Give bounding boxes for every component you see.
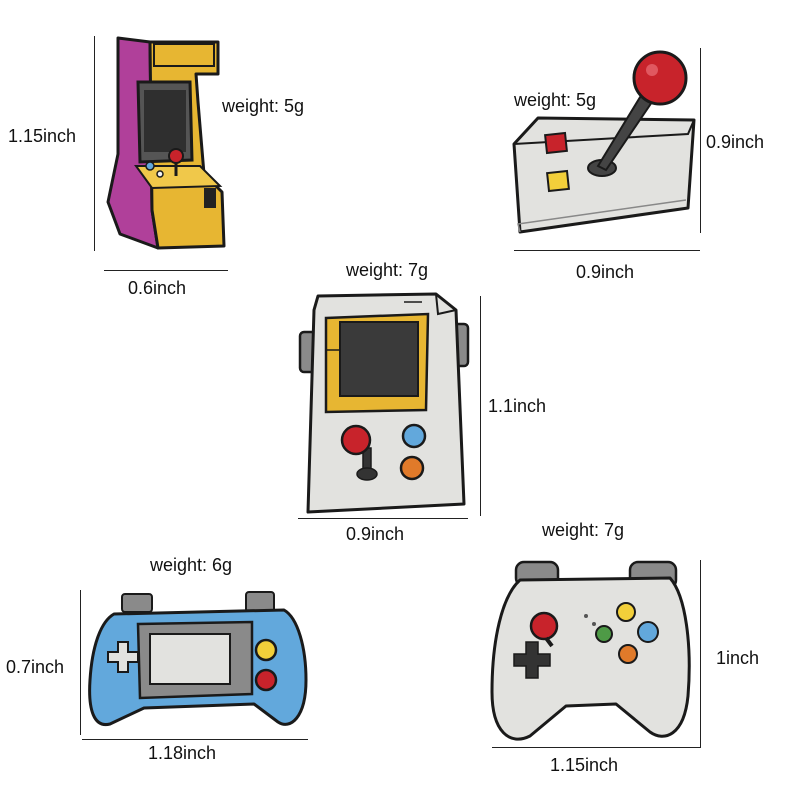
arcade-cabinet-width: 0.6inch (128, 278, 187, 298)
white-gamepad-height-line (700, 560, 701, 748)
arcade-cabinet-pin (106, 36, 226, 250)
arcade-cabinet-height-line (94, 36, 95, 251)
arcade-joystick-weight: weight: 5g (514, 90, 597, 110)
white-gamepad-height: 1inch (716, 648, 760, 668)
handheld-console-width: 0.9inch (346, 524, 405, 544)
white-gamepad-width: 1.15inch (550, 755, 619, 775)
blue-handheld-controller-width-line (82, 739, 308, 740)
arcade-cabinet-width-line (104, 270, 228, 271)
arcade-cabinet-height: 1.15inch (8, 126, 77, 146)
arcade-cabinet-weight: weight: 5g (222, 96, 305, 116)
blue-handheld-controller-height: 0.7inch (6, 657, 65, 677)
handheld-console-height-line (480, 296, 481, 516)
arcade-joystick-height: 0.9inch (706, 132, 765, 152)
handheld-console-weight: weight: 7g (346, 260, 429, 280)
blue-handheld-controller-weight: weight: 6g (150, 555, 233, 575)
white-gamepad-width-line (492, 747, 700, 748)
arcade-joystick-pin (512, 50, 696, 234)
white-gamepad-weight: weight: 7g (542, 520, 625, 540)
arcade-joystick-width-line (514, 250, 700, 251)
blue-handheld-controller-pin (88, 591, 308, 727)
handheld-console-pin (298, 292, 470, 514)
arcade-joystick-width: 0.9inch (576, 262, 635, 282)
blue-handheld-controller-width: 1.18inch (148, 743, 217, 763)
blue-handheld-controller-height-line (80, 590, 81, 735)
white-gamepad-pin (490, 560, 691, 741)
handheld-console-height: 1.1inch (488, 396, 547, 416)
handheld-console-width-line (298, 518, 468, 519)
arcade-joystick-height-line (700, 48, 701, 233)
